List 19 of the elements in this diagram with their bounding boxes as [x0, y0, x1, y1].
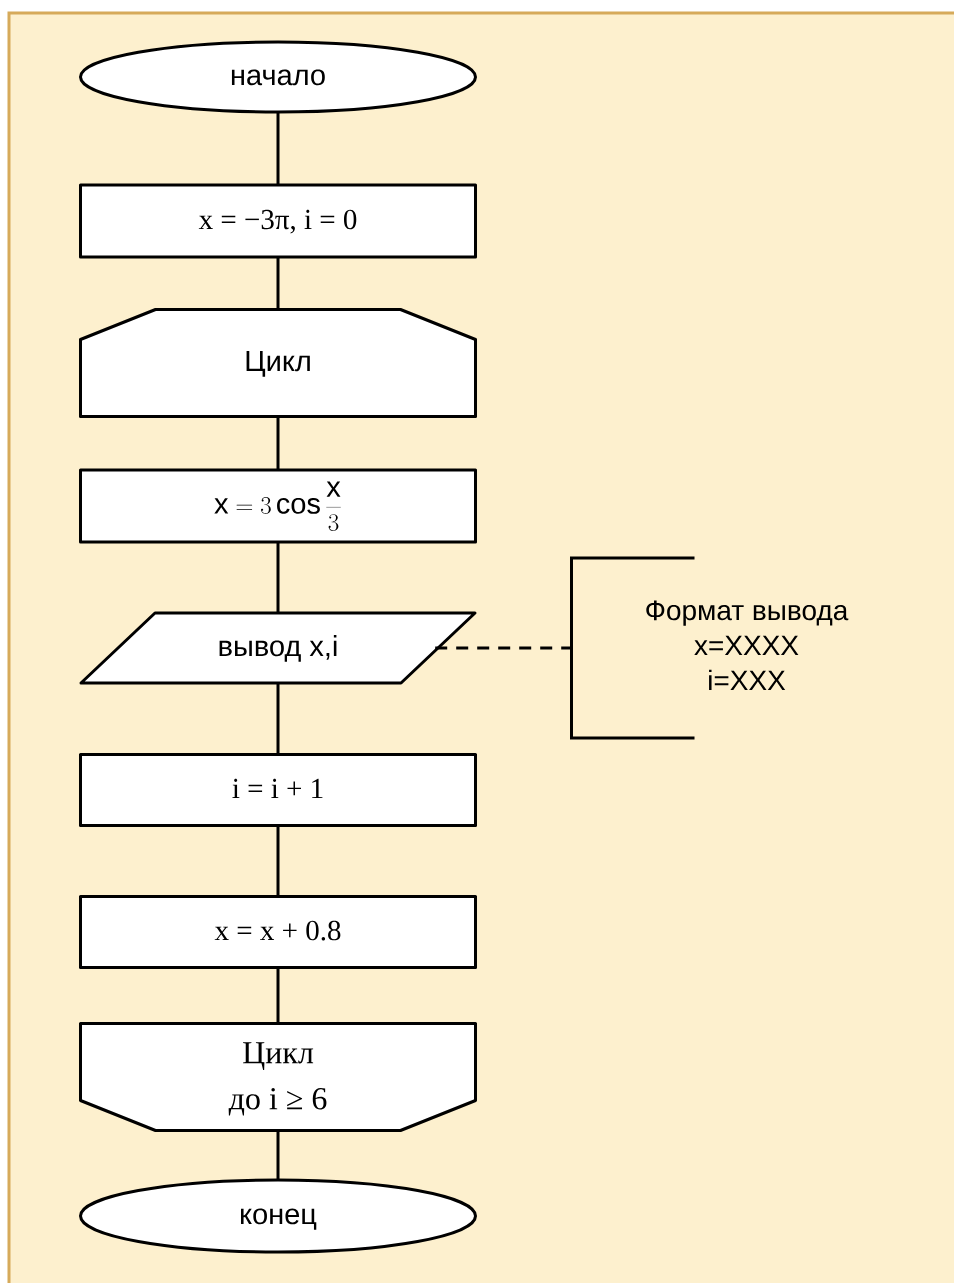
process-box: i = i + 1	[79, 753, 477, 827]
process-box: x = −3π, i = 0	[79, 183, 477, 259]
connector-line	[276, 112, 280, 185]
loop-end-box: Цикл до i ≥ 6	[79, 1022, 477, 1132]
process-box: x = x + 0.8	[79, 895, 477, 969]
connector-line	[276, 257, 280, 310]
output-parallelogram: вывод x,i	[79, 611, 477, 685]
dashed-connector	[435, 646, 572, 650]
process-box: $\mathrm{x} = 3\cos\frac{\mathrm{x}}{3}$	[79, 468, 477, 544]
comment-bracket: Формат вывода x=XXXX i=XXX	[570, 556, 849, 740]
terminator-oval: начало	[79, 40, 477, 114]
terminator-oval: конец	[79, 1178, 477, 1254]
loop-start-box: Цикл	[79, 308, 477, 418]
connector-line	[276, 825, 280, 897]
connector-line	[276, 416, 280, 470]
connector-line	[276, 683, 280, 755]
connector-line	[276, 1130, 280, 1180]
connector-line	[276, 542, 280, 613]
connector-line	[276, 967, 280, 1024]
